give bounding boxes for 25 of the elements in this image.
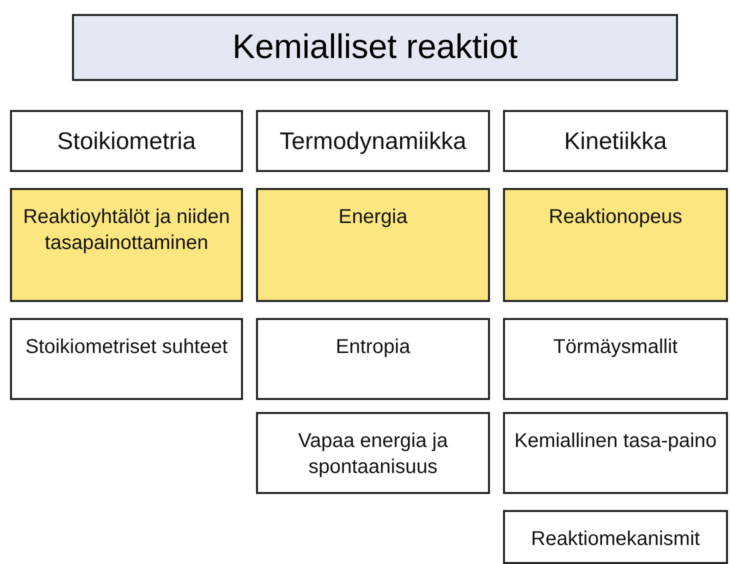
- topic-label: Vapaa energia ja spontaanisuus: [297, 429, 449, 480]
- topic-box: [10, 188, 243, 302]
- topic-label: Stoikiometria: [56, 127, 197, 157]
- topic-box: [10, 318, 243, 400]
- topic-box: [256, 318, 490, 400]
- topic-box: [503, 188, 728, 302]
- topic-label: Reaktionopeus: [548, 205, 684, 230]
- topic-label: Kemiallinen tasa-paino: [513, 429, 718, 454]
- topic-label: Kinetiikka: [563, 127, 668, 157]
- title-box: Kemialliset reaktiot: [72, 14, 678, 81]
- topic-label: Reaktioyhtälöt ja niiden tasapainottaminen: [22, 205, 231, 256]
- topic-label: Termodynamiikka: [278, 127, 468, 157]
- topic-box: [503, 318, 728, 400]
- topic-label: Törmäysmallit: [552, 335, 679, 360]
- topic-box: [503, 412, 728, 494]
- topic-box: [256, 188, 490, 302]
- heading-box: [256, 110, 490, 172]
- topic-label: Reaktiomekanismit: [530, 527, 701, 552]
- heading-box: [503, 110, 728, 172]
- topic-label: Energia: [338, 205, 408, 230]
- topic-box: [256, 412, 490, 494]
- topic-label: Entropia: [334, 335, 412, 360]
- heading-box: [10, 110, 243, 172]
- topic-box: [503, 510, 728, 564]
- topic-label: Stoikiometriset suhteet: [24, 335, 229, 360]
